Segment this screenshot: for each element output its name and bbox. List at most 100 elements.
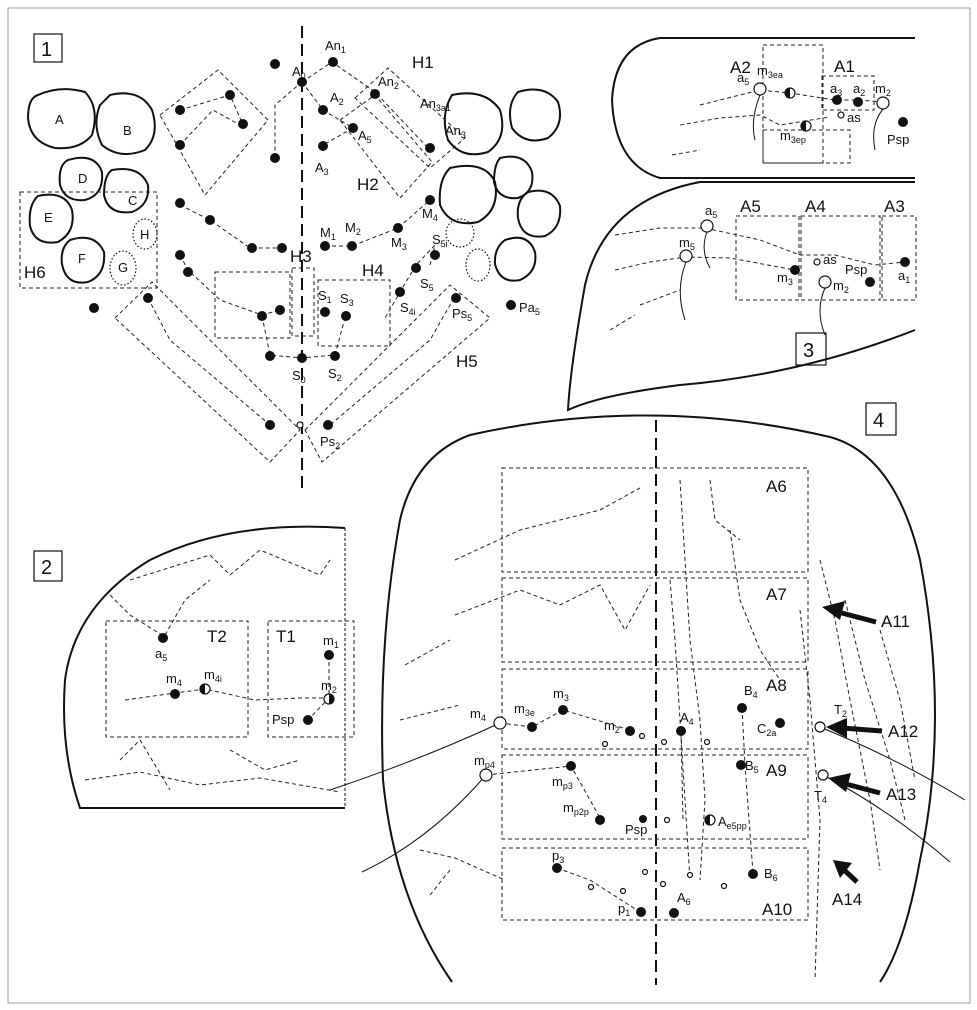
right-leg-upper	[819, 726, 966, 801]
seta-label: B4	[744, 683, 758, 700]
seta-label: A0	[292, 64, 306, 81]
region-t1-label: T1	[276, 627, 296, 646]
seta-label: An3	[445, 123, 466, 140]
seta-label: An3a1	[420, 96, 451, 113]
region-t2-label: T2	[207, 627, 227, 646]
seta-m2-stroke	[873, 108, 884, 151]
seta-label: Psp	[272, 712, 294, 727]
seta-m3-dot	[393, 223, 403, 233]
seta-s5-dot	[411, 263, 421, 273]
seta-b5-dot	[736, 760, 746, 770]
panel-3-box	[795, 332, 827, 366]
arrow-a13-label: A13	[886, 785, 916, 804]
region-a1-box	[821, 75, 875, 111]
eye-patch-right-8	[465, 248, 491, 282]
seta-label: m1	[323, 633, 339, 650]
seta-label: A5	[358, 128, 372, 145]
seta-s1-dot	[320, 307, 330, 317]
seta-dot	[205, 215, 215, 225]
seta-an2-dot	[370, 89, 380, 99]
seta-label: A4	[680, 710, 694, 727]
region-a6-box	[501, 467, 809, 573]
arrow-a14-label: A14	[832, 890, 862, 909]
eye-patch-e	[28, 193, 74, 244]
eye-patch-d	[58, 156, 104, 202]
seta-label: a1	[898, 268, 910, 285]
fig1-head-chaetotaxy: 1 A B D C E F G H	[19, 26, 562, 490]
region-h3-box	[291, 267, 315, 337]
region-h2-label: H2	[357, 175, 379, 194]
arrow-a12-shaft	[841, 725, 883, 734]
seta-label: S5i	[432, 232, 448, 249]
seta-label: as	[847, 110, 861, 125]
seta-a5-dot	[158, 633, 168, 643]
seta-mp4-ring	[479, 768, 493, 782]
seta-dot	[265, 420, 275, 430]
seta-psp-dot	[303, 715, 313, 725]
seta-label: a5	[737, 70, 749, 87]
seta-label: M4	[422, 206, 438, 223]
eye-patch-f-label: F	[78, 251, 86, 266]
eye-patch-e-label: E	[44, 210, 53, 225]
seta-c2a-dot	[775, 718, 785, 728]
half-fill	[329, 694, 334, 704]
seta-label: A6	[677, 890, 691, 907]
seta-label: A2	[330, 90, 344, 107]
seta-a0-dot	[297, 77, 307, 87]
eye-patch-g	[109, 250, 137, 286]
region-a3-box	[881, 215, 917, 301]
seta-b4-dot	[737, 703, 747, 713]
eye-patch-right-1	[509, 88, 561, 142]
seta-label: m4i	[204, 667, 222, 684]
socket-ring	[641, 868, 649, 876]
panel-4-box	[865, 402, 897, 436]
eye-patch-right-5	[516, 189, 562, 238]
seta-a5-stroke	[752, 94, 761, 141]
seta-label: S0	[292, 368, 306, 385]
seta-t2-ring	[814, 721, 826, 733]
region-a5-label: A5	[740, 197, 761, 216]
seta-psp-dot	[898, 117, 908, 127]
seta-label: M2	[345, 220, 361, 237]
seta-label: Ps2	[320, 434, 340, 451]
eye-patch-right-6	[493, 236, 537, 282]
seta-label: mp2p	[563, 800, 589, 817]
region-a7-box	[501, 577, 809, 663]
seta-label: m2	[833, 278, 849, 295]
seta-ring	[296, 421, 304, 429]
panel-1-number: 1	[41, 39, 52, 61]
seta-label: m3ep	[780, 128, 806, 145]
seta-m3-dot	[790, 265, 800, 275]
eye-patch-a-label: A	[55, 112, 64, 127]
eye-patch-right-2	[443, 92, 504, 156]
seta-dot	[265, 351, 275, 361]
seta-ps5-dot	[451, 293, 461, 303]
arrow-a12-label: A12	[888, 722, 918, 741]
region-h3-label: H3	[290, 247, 312, 266]
region-h6-box	[19, 191, 158, 289]
eye-patch-c	[102, 168, 150, 214]
arrow-a13-head	[828, 773, 851, 792]
region-t1-box	[267, 620, 355, 738]
seta-m2-dot	[347, 241, 357, 251]
seta-label: m3e	[514, 701, 535, 718]
eye-patch-b-label: B	[123, 123, 132, 138]
arrow-a11-label: A11	[881, 612, 910, 631]
seta-m2-stroke	[819, 287, 826, 336]
seta-label: Pa5	[519, 300, 540, 317]
seta-label: mp4	[474, 753, 495, 770]
seta-a5-stroke	[703, 231, 711, 269]
panel-4-number: 4	[873, 410, 884, 432]
seta-t4-ring	[817, 769, 829, 781]
seta-a5-dot	[348, 123, 358, 133]
socket-ring	[660, 738, 668, 746]
seta-a2-dot	[318, 105, 328, 115]
seta-label: Psp	[845, 262, 867, 277]
seta-dot	[238, 119, 248, 129]
seta-dot	[270, 153, 280, 163]
seta-label: m3	[777, 270, 793, 287]
half-fill	[785, 88, 790, 98]
seta-label: p3	[552, 848, 564, 865]
seta-dot	[277, 243, 287, 253]
seta-label: m2	[604, 718, 620, 735]
